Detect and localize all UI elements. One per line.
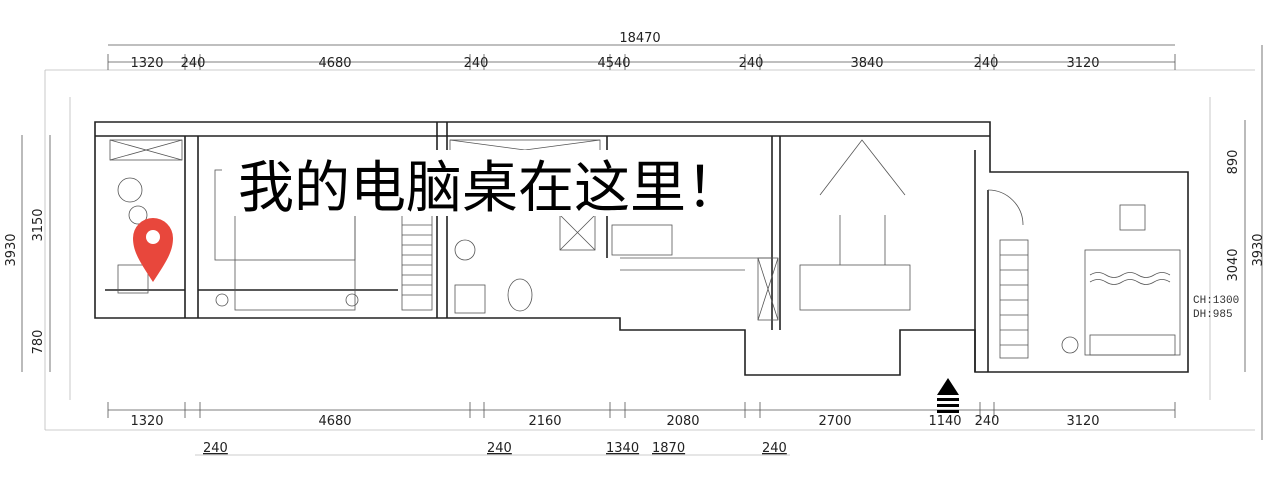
dim-label: 2700	[818, 414, 851, 429]
dim-label: 2080	[666, 414, 699, 429]
dim-label: 1320	[130, 56, 163, 71]
dim-overall-top: 18470	[619, 31, 660, 46]
dim-label: 1340	[606, 441, 639, 456]
dim-left-upper: 3150	[31, 208, 46, 241]
dim-label: 240	[203, 441, 228, 456]
dim-label: 4540	[597, 56, 630, 71]
dim-label: 240	[974, 56, 999, 71]
note-dh: DH:985	[1193, 309, 1233, 321]
dim-label: 240	[975, 414, 1000, 429]
entrance-arrow-icon	[937, 378, 959, 413]
dim-label: 4680	[318, 56, 351, 71]
walls	[94, 121, 1189, 376]
dim-right-upper: 890	[1226, 150, 1241, 175]
dim-label: 3840	[850, 56, 883, 71]
dim-label: 1320	[130, 414, 163, 429]
dim-label: 240	[762, 441, 787, 456]
dim-label: 3120	[1066, 56, 1099, 71]
map-pin-icon	[133, 218, 173, 282]
dim-label: 1140	[928, 414, 961, 429]
dim-label: 240	[739, 56, 764, 71]
dim-label: 240	[487, 441, 512, 456]
dim-label: 2160	[528, 414, 561, 429]
annotation-text: 我的电脑桌在这里！	[238, 156, 742, 221]
note-ch: CH:1300	[1193, 295, 1239, 307]
dim-right-total: 3930	[1251, 233, 1266, 266]
dim-label: 240	[181, 56, 206, 71]
dim-label: 4680	[318, 414, 351, 429]
dim-label: 240	[464, 56, 489, 71]
dim-left-total: 3930	[4, 233, 19, 266]
dim-label: 1870	[652, 441, 685, 456]
dimension-lines	[21, 44, 1263, 456]
dim-right-lower: 3040	[1226, 248, 1241, 281]
dim-left-lower: 780	[31, 330, 46, 355]
dim-label: 3120	[1066, 414, 1099, 429]
